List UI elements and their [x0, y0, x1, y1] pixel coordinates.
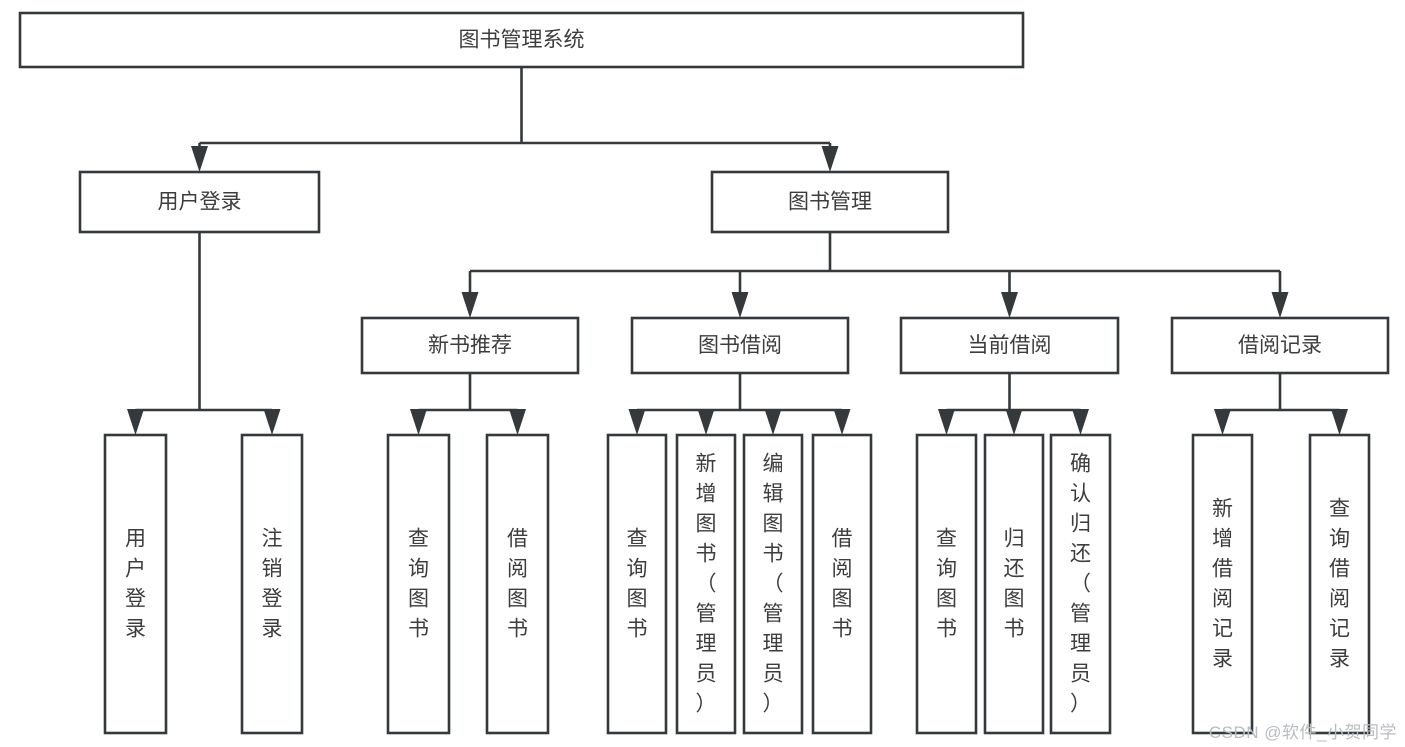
edge-group-book-borrow [628, 373, 851, 435]
node-leaf-logout[interactable]: 注销登录 [240, 433, 304, 735]
edge-group-borrow-record [1214, 373, 1348, 435]
node-borrow-record[interactable]: 借阅记录 [1170, 316, 1390, 375]
node-label-leaf-add-record: 新增借阅记录 [1212, 498, 1233, 671]
node-book-borrow[interactable]: 图书借阅 [630, 316, 850, 375]
node-box-new-book-rec [360, 316, 580, 375]
node-label-leaf-logout: 注销登录 [262, 528, 283, 641]
node-label-root: 图书管理系统 [459, 29, 585, 52]
node-leaf-borrow-book[interactable]: 借阅图书 [811, 433, 873, 735]
node-root[interactable]: 图书管理系统 [18, 11, 1025, 69]
node-label-leaf-borrow-book: 借阅图书 [832, 528, 853, 641]
node-label-leaf-query-book-rec: 查询图书 [408, 528, 429, 641]
edge-group-user-login [127, 232, 281, 435]
node-label-leaf-borrow-book-rec: 借阅图书 [507, 528, 528, 641]
node-label-book-manage: 图书管理 [788, 191, 872, 214]
node-label-current-borrow: 当前借阅 [968, 334, 1052, 357]
node-leaf-query-book-cur[interactable]: 查询图书 [915, 433, 978, 735]
node-user-login[interactable]: 用户登录 [78, 170, 321, 234]
node-label-borrow-record: 借阅记录 [1238, 334, 1322, 357]
node-leaf-borrow-book-rec[interactable]: 借阅图书 [485, 433, 550, 735]
node-label-leaf-return-book: 归还图书 [1004, 528, 1025, 641]
node-label-book-borrow: 图书借阅 [698, 334, 782, 357]
nodes-layer: 图书管理系统用户登录图书管理新书推荐图书借阅当前借阅借阅记录用户登录注销登录查询… [18, 11, 1390, 735]
node-leaf-confirm-return[interactable]: 确认归还（管理员） [1049, 433, 1112, 735]
node-current-borrow[interactable]: 当前借阅 [899, 316, 1120, 375]
node-box-leaf-borrow-book [811, 433, 873, 735]
edge-group-book-manage [461, 232, 1289, 318]
node-box-root [18, 11, 1025, 69]
node-box-user-login [78, 170, 321, 234]
node-label-leaf-user-login: 用户登录 [125, 528, 146, 641]
node-label-new-book-rec: 新书推荐 [428, 334, 512, 357]
node-box-leaf-query-record [1308, 433, 1371, 735]
node-box-leaf-return-book [983, 433, 1045, 735]
node-box-leaf-edit-book [742, 433, 804, 735]
node-box-leaf-borrow-book-rec [485, 433, 550, 735]
node-book-manage[interactable]: 图书管理 [710, 170, 950, 234]
node-label-leaf-confirm-return: 确认归还（管理员） [1070, 453, 1091, 716]
node-box-leaf-logout [240, 433, 304, 735]
node-box-leaf-query-book-cur [915, 433, 978, 735]
node-label-leaf-edit-book: 编辑图书（管理员） [763, 453, 784, 716]
edges-layer [127, 67, 1348, 435]
node-leaf-add-book[interactable]: 新增图书（管理员） [675, 433, 737, 735]
node-leaf-edit-book[interactable]: 编辑图书（管理员） [742, 433, 804, 735]
node-leaf-query-record[interactable]: 查询借阅记录 [1308, 433, 1371, 735]
node-box-borrow-record [1170, 316, 1390, 375]
node-box-leaf-user-login [103, 433, 168, 735]
node-box-book-manage [710, 170, 950, 234]
node-label-user-login: 用户登录 [158, 191, 242, 214]
edge-group-current-borrow [938, 373, 1089, 435]
node-leaf-query-book-rec[interactable]: 查询图书 [386, 433, 451, 735]
node-leaf-return-book[interactable]: 归还图书 [983, 433, 1045, 735]
node-label-leaf-query-record: 查询借阅记录 [1329, 498, 1350, 671]
node-leaf-query-book[interactable]: 查询图书 [606, 433, 668, 735]
node-box-leaf-add-book [675, 433, 737, 735]
node-leaf-user-login[interactable]: 用户登录 [103, 433, 168, 735]
edge-group-new-book-rec [410, 373, 526, 435]
edge-group-root [191, 67, 839, 172]
node-box-leaf-query-book-rec [386, 433, 451, 735]
csdn-watermark: CSDN @软件_小贺同学 [1208, 723, 1397, 742]
node-box-book-borrow [630, 316, 850, 375]
node-box-leaf-confirm-return [1049, 433, 1112, 735]
node-label-leaf-query-book-cur: 查询图书 [936, 528, 957, 641]
node-leaf-add-record[interactable]: 新增借阅记录 [1191, 433, 1254, 735]
node-new-book-rec[interactable]: 新书推荐 [360, 316, 580, 375]
node-box-current-borrow [899, 316, 1120, 375]
node-box-leaf-add-record [1191, 433, 1254, 735]
node-box-leaf-query-book [606, 433, 668, 735]
node-label-leaf-add-book: 新增图书（管理员） [696, 453, 717, 716]
node-label-leaf-query-book: 查询图书 [627, 528, 648, 641]
